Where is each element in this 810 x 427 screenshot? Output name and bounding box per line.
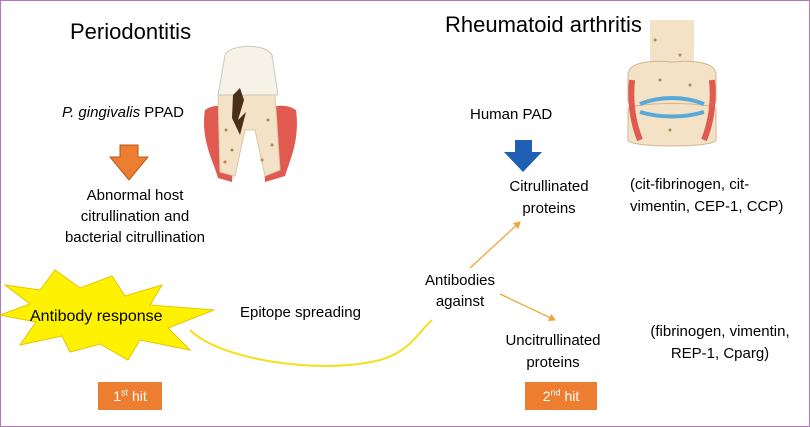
uncitr-line-1: Uncitrullinated [505, 332, 601, 349]
antibodies-against-text: Antibodies against [415, 270, 505, 312]
uncitrullinated-proteins-text: Uncitrullinated proteins [494, 330, 612, 374]
arrow-to-citrullinated [469, 221, 521, 269]
hit1-suffix: st [121, 387, 129, 398]
first-hit-badge: 1st hit [98, 382, 162, 410]
antibody-response-label: Antibody response [30, 308, 163, 325]
cit-list-line-2: vimentin, CEP-1, CCP) [630, 198, 784, 215]
antibodies-line-1: Antibodies [424, 272, 496, 289]
abnormal-line-1: Abnormal host [86, 187, 184, 204]
arrow-to-uncitrullinated [499, 293, 556, 322]
cit-list-line-1: (cit-fibrinogen, cit- [630, 176, 750, 193]
antibodies-line-2: against [435, 293, 485, 310]
hit2-suffix: nd [550, 387, 561, 398]
ppad-rest: PPAD [140, 104, 185, 121]
epitope-curve [189, 319, 433, 367]
blue-down-arrow [504, 140, 542, 172]
abnormal-line-3: bacterial citrullination [64, 229, 206, 246]
citrullinated-proteins-text: Citrullinated proteins [490, 176, 608, 220]
hit1-number: 1 [113, 388, 122, 404]
uncit-list-line-2: REP-1, Cparg) [670, 345, 770, 362]
antibody-burst [0, 269, 215, 361]
hit1-word: hit [128, 388, 147, 404]
ppad-label: P. gingivalis PPAD [62, 103, 184, 123]
citr-line-2: proteins [522, 200, 576, 217]
second-hit-badge: 2nd hit [525, 382, 597, 410]
uncitr-line-2: proteins [526, 354, 580, 371]
rheumatoid-arthritis-title: Rheumatoid arthritis [445, 12, 642, 37]
orange-down-arrow [108, 144, 150, 181]
hit2-word: hit [560, 388, 580, 404]
joint-illustration [627, 20, 717, 147]
human-pad-label: Human PAD [470, 106, 553, 123]
abnormal-line-2: citrullination and [80, 208, 190, 225]
epitope-spreading-label: Epitope spreading [240, 304, 361, 321]
uncitrullinated-examples: (fibrinogen, vimentin, REP-1, Cparg) [640, 321, 800, 365]
citrullinated-examples: (cit-fibrinogen, cit- vimentin, CEP-1, C… [630, 174, 784, 218]
citr-line-1: Citrullinated [509, 178, 589, 195]
uncit-list-line-1: (fibrinogen, vimentin, [650, 323, 790, 340]
hit2-number: 2 [542, 388, 551, 404]
ppad-italic: P. gingivalis [62, 104, 141, 121]
periodontitis-title: Periodontitis [70, 19, 192, 44]
abnormal-citrullination-text: Abnormal host citrullination and bacteri… [55, 185, 215, 248]
tooth-illustration [203, 45, 297, 182]
